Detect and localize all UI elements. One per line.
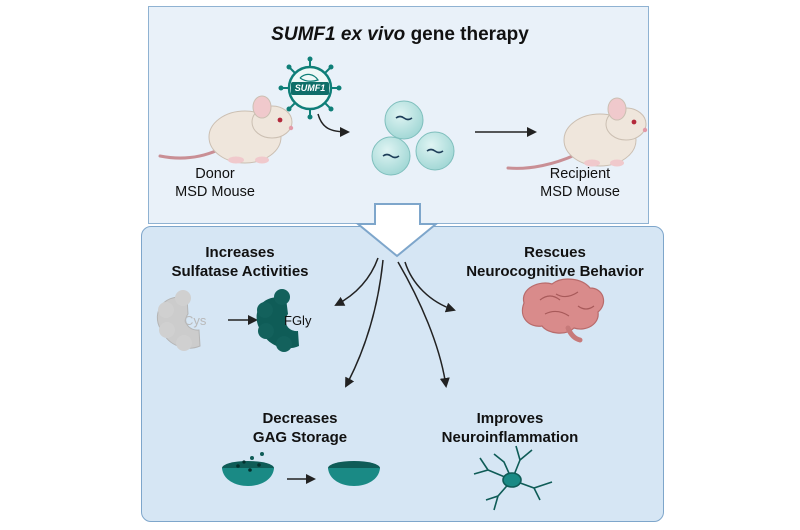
outcome-sulfatase-line2: Sulfatase Activities (171, 263, 309, 280)
clear-bowl-icon (328, 461, 380, 486)
outcome-gag-line2: GAG Storage (252, 429, 348, 446)
title-rest: gene therapy (410, 24, 529, 45)
virus-icon (278, 56, 342, 120)
recipient-label-line2: MSD Mouse (540, 184, 620, 200)
outcome-inflammation-line1: Improves (476, 410, 544, 427)
outcome-neuro-line2: Neurocognitive Behavior (466, 263, 644, 280)
transduced-cells-icon (371, 100, 455, 176)
donor-label-line2: MSD Mouse (175, 184, 255, 200)
title-italic: SUMF1 ex vivo (271, 24, 406, 45)
donor-label: Donor MSD Mouse (170, 165, 260, 201)
outcome-gag-line1: Decreases (262, 410, 338, 427)
donor-label-line1: Donor (195, 166, 235, 182)
active-enzyme-icon (256, 289, 299, 352)
outcome-gag: Decreases GAG Storage (220, 409, 380, 447)
outcome-inflammation-line2: Neuroinflammation (441, 429, 579, 446)
outcome-sulfatase: Increases Sulfatase Activities (150, 243, 330, 281)
donor-mouse-icon (158, 95, 294, 164)
neuron-icon (473, 445, 553, 511)
cell-icon (371, 136, 411, 176)
enzyme-after-label: FGly (284, 313, 312, 328)
cell-icon (415, 131, 455, 171)
brain-icon (521, 278, 605, 343)
diagram-title: SUMF1 ex vivo gene therapy (0, 24, 800, 46)
virus-label: SUMF1 (294, 83, 326, 93)
outcome-sulfatase-line1: Increases (205, 244, 275, 261)
outcome-neuroinflammation: Improves Neuroinflammation (425, 409, 595, 447)
recipient-label-line1: Recipient (549, 166, 611, 182)
inactive-enzyme-icon (156, 290, 201, 351)
outcome-neuro-line1: Rescues (524, 244, 586, 261)
recipient-mouse-icon (506, 97, 648, 170)
recipient-label: Recipient MSD Mouse (530, 165, 630, 201)
enzyme-before-label: Cys (184, 313, 207, 328)
cell-icon (384, 100, 424, 140)
down-block-arrow (355, 203, 439, 258)
outcome-neurocognitive: Rescues Neurocognitive Behavior (450, 243, 660, 281)
transduction-arrow (317, 113, 350, 137)
gag-storage-bowl-icon (222, 452, 274, 486)
outcome-arrows (334, 257, 456, 388)
